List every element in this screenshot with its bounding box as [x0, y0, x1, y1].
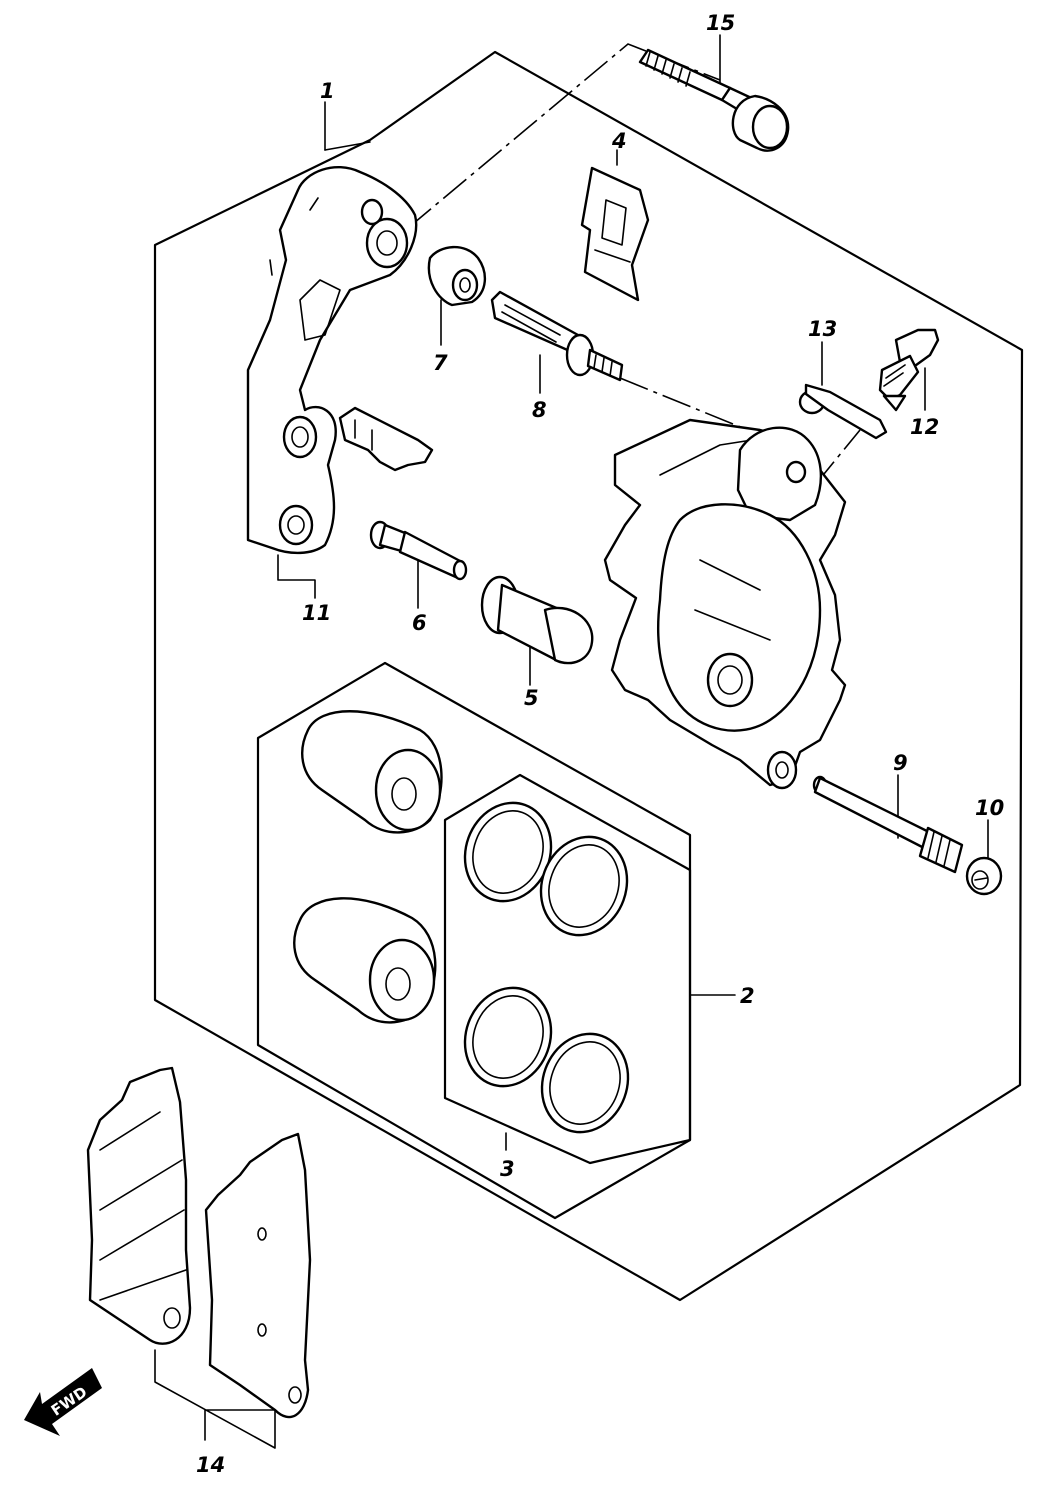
- seal-ring-outline: [443, 773, 692, 1165]
- caliper-body: [603, 418, 847, 790]
- pad-spring-4: [580, 166, 650, 302]
- seal-rings: [463, 801, 630, 1134]
- piston-pin-5: [480, 575, 594, 665]
- callout-1: 1: [320, 79, 335, 103]
- callout-10: 10: [975, 796, 1004, 820]
- assembly-outline: [153, 50, 1024, 1302]
- caliper-bracket-1: [246, 166, 418, 555]
- callout-15: 15: [706, 11, 735, 35]
- callout-3: 3: [500, 1157, 515, 1181]
- brake-pad-inner: [204, 1132, 312, 1419]
- callout-7: 7: [433, 351, 448, 375]
- slide-pin-6: [369, 520, 468, 581]
- slide-pin-8: [490, 290, 624, 382]
- callout-9: 9: [893, 751, 908, 775]
- bleeder-valve-12: [878, 328, 940, 412]
- bolt-15: [638, 48, 790, 152]
- piston-upper: [301, 710, 443, 834]
- callout-2: 2: [740, 984, 755, 1008]
- callout-6: 6: [412, 611, 427, 635]
- callout-13: 13: [808, 317, 837, 341]
- callout-12: 12: [910, 415, 939, 439]
- fwd-arrow-icon: FWD: [24, 1368, 102, 1436]
- callout-5: 5: [524, 686, 539, 710]
- callout-14: 14: [196, 1453, 225, 1477]
- brake-pad-outer: [86, 1066, 192, 1345]
- boot-7: [427, 245, 486, 307]
- long-pin-9: [812, 775, 964, 874]
- callout-labels: 1 2 3 4 5 6 7 8 9 10 11 12 13 14 15: [196, 11, 1004, 1477]
- pad-clip-11: [338, 406, 434, 472]
- callout-4: 4: [611, 129, 627, 153]
- callout-8: 8: [532, 398, 547, 422]
- bleeder-cap-13: [798, 383, 888, 440]
- cap-10: [965, 856, 1003, 896]
- callout-11: 11: [302, 601, 331, 625]
- piston-lower: [293, 897, 437, 1024]
